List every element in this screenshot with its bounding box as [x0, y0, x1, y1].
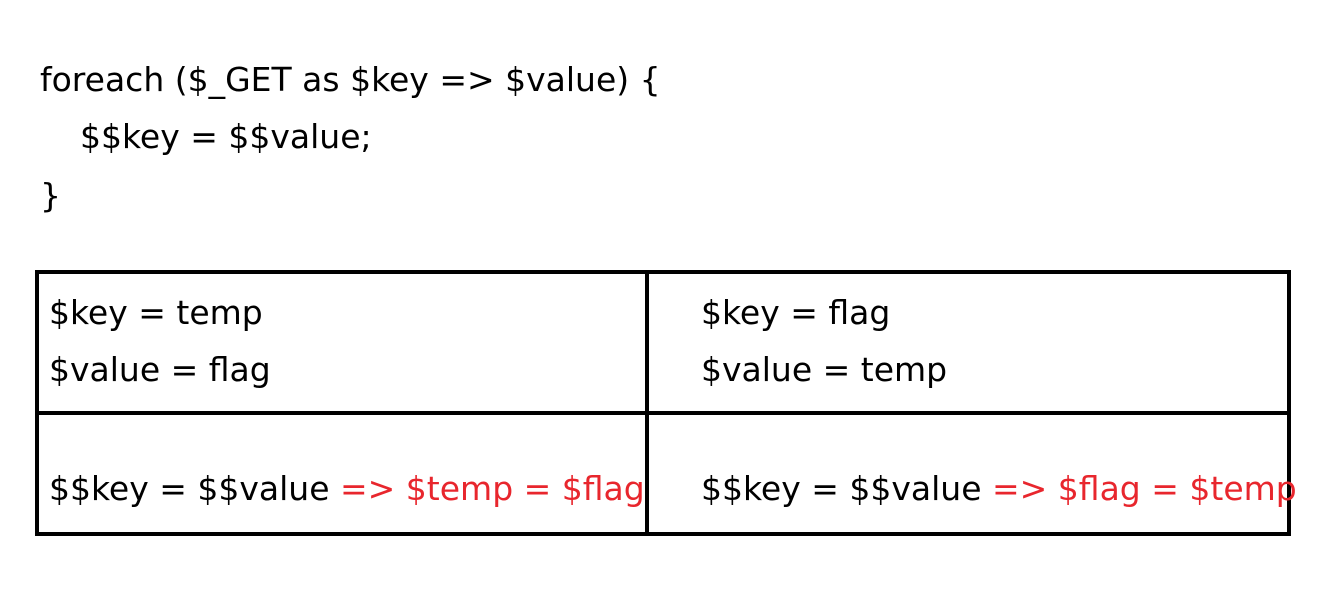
table-vertical-divider — [645, 274, 649, 532]
code-line-foreach: foreach ($_GET as $key => $value) { — [40, 60, 661, 99]
cell-bottom-left: $$key = $$value => $temp = $flag — [49, 469, 645, 509]
cell-top-right-key: $key = flag — [701, 293, 891, 332]
code-line-assignment: $$key = $$value; — [80, 117, 372, 156]
comparison-table: $key = temp $value = flag $key = flag $v… — [35, 270, 1297, 536]
cell-top-right-value: $value = temp — [701, 350, 948, 389]
table-horizontal-divider — [39, 411, 1287, 415]
cell-bottom-right-result: => $flag = $temp — [992, 469, 1297, 508]
cell-top-left-value: $value = flag — [49, 350, 271, 389]
cell-bottom-left-expression: $$key = $$value — [49, 469, 341, 508]
cell-bottom-right-expression: $$key = $$value — [701, 469, 993, 508]
cell-bottom-right: $$key = $$value => $flag = $temp — [701, 469, 1297, 509]
cell-top-left-key: $key = temp — [49, 293, 263, 332]
code-line-closing-brace: } — [40, 176, 61, 215]
cell-bottom-left-result: => $temp = $flag — [340, 469, 645, 508]
